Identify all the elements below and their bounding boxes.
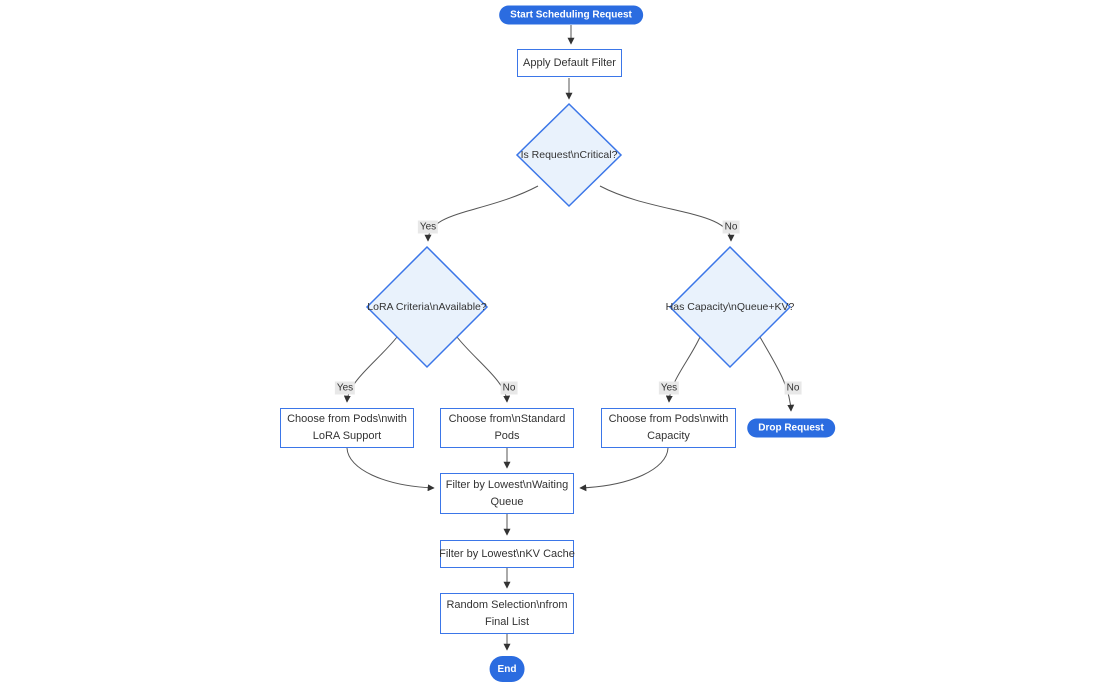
decision-lora-criteria-shape [365, 245, 489, 369]
node-end: End [489, 656, 525, 682]
edge-label-critical-no: No [722, 220, 740, 234]
edge-label-capacity-no: No [784, 381, 802, 395]
decision-has-capacity-shape [668, 245, 792, 369]
decision-lora-criteria-label: LoRA Criteria\nAvailable? [367, 301, 487, 313]
edge-critical-no [599, 185, 735, 242]
edge-lorapods-to-filterqueue [346, 447, 435, 492]
edge-critical-yes [424, 185, 539, 242]
decision-has-capacity-label: Has Capacity\nQueue+KV? [665, 301, 795, 313]
decision-is-critical-label: Is Request\nCritical? [520, 149, 618, 161]
edge-label-critical-yes: Yes [417, 220, 439, 234]
edge-capacitypods-to-filterqueue [579, 447, 669, 492]
decision-is-critical-shape [515, 102, 623, 208]
edge-label-lora-no: No [500, 381, 518, 395]
node-start: Start Scheduling Request [499, 5, 643, 25]
edge-label-capacity-yes: Yes [658, 381, 680, 395]
node-drop-request: Drop Request [747, 418, 835, 438]
edge-capacity-yes [665, 336, 701, 403]
node-filter-kv-cache: Filter by Lowest\nKV Cache [439, 540, 575, 568]
node-apply-default-filter: Apply Default Filter [517, 49, 622, 77]
edge-label-lora-yes: Yes [334, 381, 356, 395]
edge-lora-yes [343, 336, 398, 403]
edge-capacity-no [759, 336, 795, 412]
edge-lora-no [456, 336, 511, 403]
